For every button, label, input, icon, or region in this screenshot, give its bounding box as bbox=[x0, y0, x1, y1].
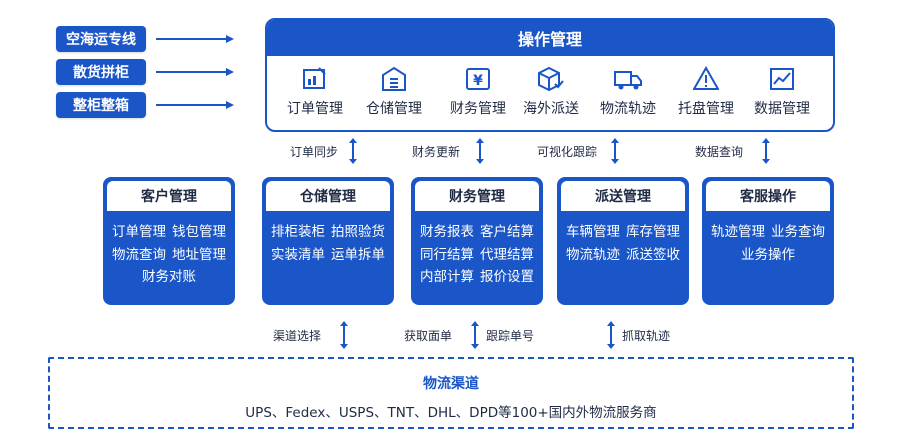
ops-item-finance: ¥ 财务管理 bbox=[438, 66, 518, 118]
module-feature: 报价设置 bbox=[480, 269, 534, 285]
yen-icon: ¥ bbox=[466, 68, 490, 90]
module-feature: 物流查询 bbox=[112, 246, 166, 263]
warning-icon bbox=[693, 66, 719, 90]
trend-icon bbox=[770, 68, 794, 90]
module-feature: 库存管理 bbox=[626, 224, 680, 240]
module-feature: 业务操作 bbox=[741, 246, 795, 263]
module-feature: 车辆管理 bbox=[566, 224, 620, 240]
double-arrow-icon bbox=[607, 321, 615, 349]
arrow-right-icon bbox=[156, 35, 234, 43]
module-feature: 订单管理 bbox=[112, 224, 166, 240]
arrow-right-icon bbox=[156, 101, 234, 109]
double-arrow-icon bbox=[611, 138, 619, 164]
module-delivery: 派送管理 车辆管理库存管理 物流轨迹派送签收 bbox=[557, 177, 689, 305]
module-title: 派送管理 bbox=[561, 181, 685, 211]
module-customer-service: 客服操作 轨迹管理业务查询 业务操作 bbox=[702, 177, 834, 305]
module-feature: 同行结算 bbox=[420, 246, 474, 263]
ops-item-data: 数据管理 bbox=[742, 66, 822, 118]
double-arrow-icon bbox=[349, 138, 357, 164]
double-arrow-icon bbox=[340, 321, 348, 349]
operations-title: 操作管理 bbox=[267, 20, 833, 56]
operations-panel: 操作管理 订单管理 仓储管理 ¥ 财务管理 海外派送 物流轨迹 托盘管理 数据管… bbox=[265, 18, 835, 132]
module-feature: 财务对账 bbox=[142, 269, 196, 285]
ops-item-label: 海外派送 bbox=[523, 101, 579, 117]
ops-item-label: 仓储管理 bbox=[366, 101, 422, 117]
source-tag-fcl: 整柜整箱 bbox=[56, 92, 146, 118]
ops-item-order: 订单管理 bbox=[275, 66, 355, 118]
module-feature: 业务查询 bbox=[771, 224, 825, 240]
package-icon bbox=[538, 66, 564, 92]
channel-label-select: 渠道选择 bbox=[273, 329, 322, 343]
module-title: 仓储管理 bbox=[266, 181, 390, 211]
ops-item-label: 数据管理 bbox=[754, 101, 810, 117]
module-customer: 客户管理 订单管理钱包管理 物流查询地址管理 财务对账 bbox=[103, 177, 235, 305]
arrow-right-icon bbox=[156, 68, 234, 76]
module-feature: 客户结算 bbox=[480, 224, 534, 240]
source-tag-lcl: 散货拼柜 bbox=[56, 59, 146, 85]
warehouse-icon bbox=[382, 66, 406, 91]
channel-title: 物流渠道 bbox=[423, 376, 479, 392]
module-feature: 实装清单 bbox=[271, 246, 325, 263]
module-feature: 财务报表 bbox=[420, 224, 474, 240]
ops-item-label: 订单管理 bbox=[287, 101, 343, 117]
svg-text:¥: ¥ bbox=[473, 73, 483, 89]
module-feature: 钱包管理 bbox=[172, 224, 226, 240]
module-feature: 轨迹管理 bbox=[711, 224, 765, 240]
ops-item-label: 物流轨迹 bbox=[600, 101, 656, 117]
double-arrow-icon bbox=[762, 138, 770, 164]
double-arrow-icon bbox=[471, 321, 479, 349]
module-feature: 运单拆单 bbox=[331, 246, 385, 263]
module-title: 客户管理 bbox=[107, 181, 231, 211]
logistics-channel-panel: 物流渠道 UPS、Fedex、USPS、TNT、DHL、DPD等100+国内外物… bbox=[48, 357, 854, 429]
module-feature: 地址管理 bbox=[172, 246, 226, 263]
sync-label-order: 订单同步 bbox=[290, 145, 339, 159]
module-feature: 物流轨迹 bbox=[566, 246, 620, 263]
channel-description: UPS、Fedex、USPS、TNT、DHL、DPD等100+国内外物流服务商 bbox=[245, 405, 657, 421]
module-feature: 排柜装柜 bbox=[271, 224, 325, 240]
ops-item-tracking: 物流轨迹 bbox=[588, 66, 668, 118]
source-tag-air-sea: 空海运专线 bbox=[56, 26, 146, 52]
channel-label-tracking-no: 跟踪单号 bbox=[486, 329, 535, 343]
ops-item-label: 托盘管理 bbox=[678, 101, 734, 117]
ops-item-label: 财务管理 bbox=[450, 101, 506, 117]
module-title: 财务管理 bbox=[415, 181, 539, 211]
truck-icon bbox=[614, 71, 642, 90]
module-warehouse: 仓储管理 排柜装柜拍照验货 实装清单运单拆单 bbox=[262, 177, 394, 305]
module-title: 客服操作 bbox=[706, 181, 830, 211]
module-feature: 代理结算 bbox=[480, 246, 534, 263]
sync-label-tracking: 可视化跟踪 bbox=[537, 145, 598, 159]
module-feature: 拍照验货 bbox=[331, 224, 385, 240]
double-arrow-icon bbox=[476, 138, 484, 164]
module-feature: 内部计算 bbox=[420, 269, 474, 285]
ops-item-warehouse: 仓储管理 bbox=[354, 66, 434, 118]
chart-icon bbox=[303, 67, 326, 89]
channel-label-fetch-track: 抓取轨迹 bbox=[622, 329, 671, 343]
channel-label-waybill: 获取面单 bbox=[404, 329, 453, 343]
ops-item-overseas: 海外派送 bbox=[511, 66, 591, 118]
sync-label-data: 数据查询 bbox=[695, 145, 744, 159]
module-feature: 派送签收 bbox=[626, 246, 680, 263]
sync-label-finance: 财务更新 bbox=[412, 145, 461, 159]
ops-item-pallet: 托盘管理 bbox=[666, 66, 746, 118]
module-finance: 财务管理 财务报表客户结算 同行结算代理结算 内部计算报价设置 bbox=[411, 177, 543, 305]
